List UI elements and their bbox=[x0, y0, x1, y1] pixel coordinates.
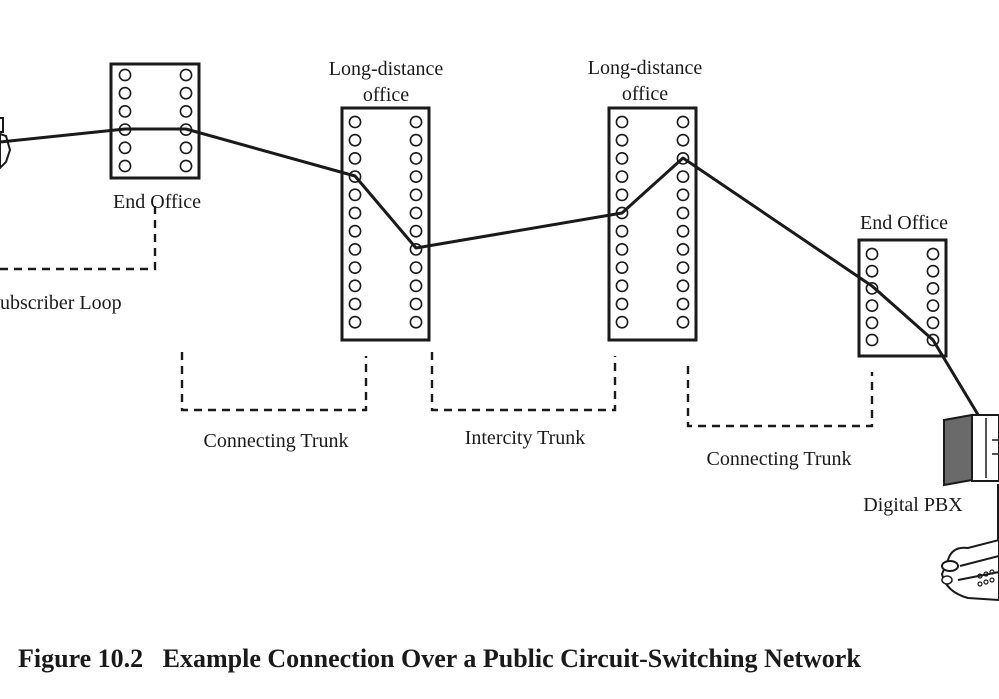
switch-port bbox=[615, 115, 629, 129]
connection-path bbox=[0, 127, 982, 419]
pbx-cabinet-icon bbox=[943, 413, 999, 487]
connecting-trunk-left-bracket bbox=[180, 352, 368, 412]
switch-port bbox=[179, 86, 193, 100]
switch-port bbox=[865, 247, 879, 261]
switch-port bbox=[676, 206, 690, 220]
end-office-left-label: End Office bbox=[113, 191, 201, 213]
switch-port bbox=[615, 151, 629, 165]
switch-port bbox=[409, 188, 423, 202]
switch-port bbox=[348, 206, 362, 220]
switch-port bbox=[676, 279, 690, 293]
switch-port bbox=[926, 264, 940, 278]
switch-port bbox=[409, 297, 423, 311]
switch-port bbox=[179, 159, 193, 173]
digital-pbx-label: Digital PBX bbox=[863, 494, 963, 516]
switch-port bbox=[409, 151, 423, 165]
switch-port bbox=[676, 115, 690, 129]
switch-port bbox=[118, 159, 132, 173]
switch-port bbox=[348, 151, 362, 165]
subscriber-loop-bracket bbox=[0, 206, 157, 271]
switch-port bbox=[615, 261, 629, 274]
switch-port bbox=[615, 224, 629, 238]
switch-port bbox=[615, 315, 629, 329]
switch-port bbox=[348, 133, 362, 147]
figure-caption: Figure 10.2 Example Connection Over a Pu… bbox=[18, 644, 861, 673]
switch-port bbox=[348, 224, 362, 238]
switch-port bbox=[615, 170, 629, 183]
switch-port bbox=[179, 68, 193, 82]
switch-port bbox=[179, 105, 193, 118]
long-distance-office-1-label-line1: Long-distance bbox=[329, 58, 444, 80]
switch-port bbox=[348, 261, 362, 274]
end-office-right-label: End Office bbox=[860, 212, 948, 234]
switch-port bbox=[865, 264, 879, 278]
switch-port bbox=[118, 141, 132, 155]
switch-port bbox=[348, 188, 362, 202]
switch-port bbox=[118, 105, 132, 118]
subscriber-loop-label: ubscriber Loop bbox=[0, 292, 122, 314]
switch-port bbox=[926, 247, 940, 261]
switch-ports bbox=[118, 68, 940, 347]
switch-port bbox=[865, 316, 879, 330]
switch-port bbox=[865, 333, 879, 347]
switch-port bbox=[348, 279, 362, 293]
telephone-icon bbox=[940, 538, 999, 602]
switch-port bbox=[676, 224, 690, 238]
switch-port bbox=[615, 242, 629, 256]
switch-port bbox=[615, 279, 629, 293]
switch-port bbox=[926, 299, 940, 312]
connecting-trunk-right-bracket bbox=[686, 366, 874, 428]
switch-port bbox=[926, 281, 940, 295]
switch-port bbox=[348, 115, 362, 129]
switch-port bbox=[676, 133, 690, 147]
intercity-trunk-label: Intercity Trunk bbox=[465, 427, 586, 449]
switch-port bbox=[676, 297, 690, 311]
connecting-trunk-right-label: Connecting Trunk bbox=[706, 448, 851, 470]
long-distance-office-2-label-line2: office bbox=[622, 83, 668, 105]
switch-port bbox=[348, 242, 362, 256]
switch-port bbox=[409, 261, 423, 274]
switch-port bbox=[409, 170, 423, 183]
switch-port bbox=[118, 86, 132, 100]
long-distance-office-2-label-line1: Long-distance bbox=[588, 57, 703, 79]
switch-port bbox=[615, 133, 629, 147]
switch-port bbox=[409, 206, 423, 220]
connecting-trunk-left-label: Connecting Trunk bbox=[203, 430, 348, 452]
switch-port bbox=[409, 279, 423, 293]
switch-port bbox=[409, 115, 423, 129]
end-office-left-switch bbox=[109, 62, 201, 180]
switch-port bbox=[676, 188, 690, 202]
switch-port bbox=[676, 170, 690, 183]
switch-port bbox=[409, 224, 423, 238]
switch-port bbox=[615, 188, 629, 202]
intercity-trunk-bracket bbox=[430, 352, 617, 412]
switch-port bbox=[676, 315, 690, 329]
long-distance-office-1-label-line2: office bbox=[363, 84, 409, 106]
switch-port bbox=[179, 141, 193, 155]
switch-port bbox=[348, 315, 362, 329]
switch-port bbox=[409, 133, 423, 147]
switch-port bbox=[118, 68, 132, 82]
switch-port bbox=[865, 299, 879, 312]
switch-port bbox=[926, 316, 940, 330]
switch-port bbox=[676, 261, 690, 274]
switch-port bbox=[409, 315, 423, 329]
switch-port bbox=[615, 297, 629, 311]
switch-port bbox=[676, 242, 690, 256]
switch-port bbox=[348, 297, 362, 311]
